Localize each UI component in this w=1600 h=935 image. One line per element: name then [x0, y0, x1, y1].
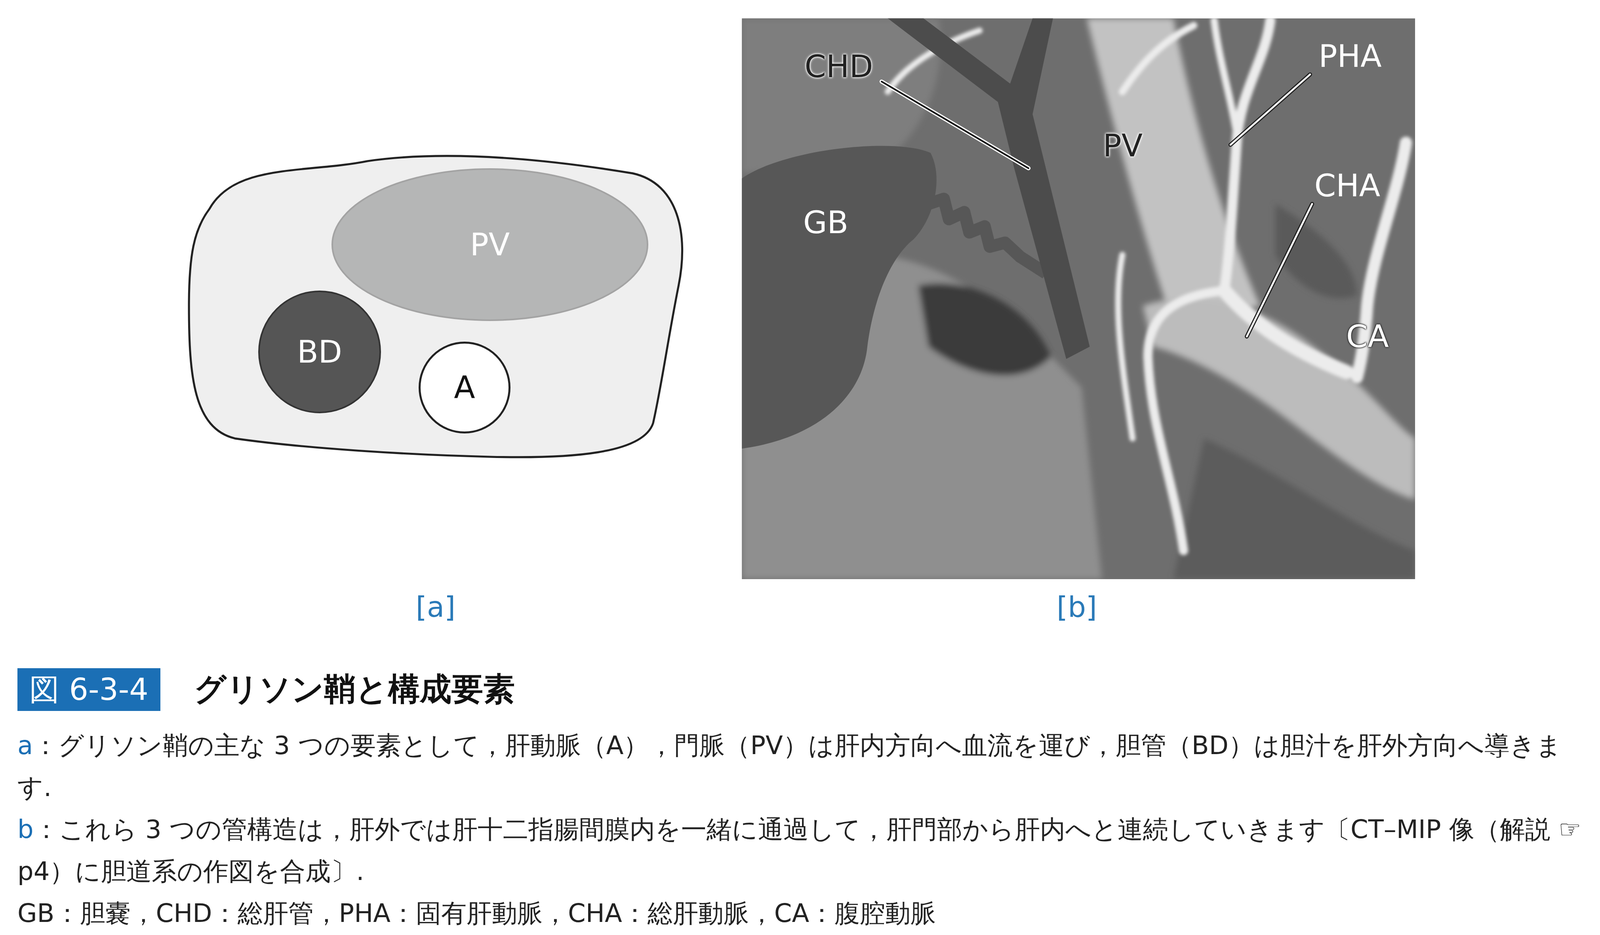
node-text-holder: A [418, 341, 511, 434]
caption-paragraph: GB：胆嚢，CHD：総肝管，PHA：固有肝動脈，CHA：総肝動脈，CA：腹腔動脈 [17, 892, 1586, 935]
figure-title: グリソン鞘と構成要素 [194, 668, 515, 712]
artery-circle: A [418, 341, 511, 434]
ct-mip-image [741, 18, 1416, 580]
panel-label: [a] [415, 590, 456, 624]
structure-label: CHD [804, 48, 873, 85]
structure-label: CHA [1314, 167, 1381, 204]
structure-label: CA [1346, 318, 1389, 355]
panel-label: [b] [1056, 590, 1098, 624]
structure-label: PHA [1318, 38, 1382, 75]
glisson-sheath [188, 156, 683, 458]
node-label: BD [297, 334, 343, 370]
structure-label: GB [803, 204, 849, 241]
node-label: A [453, 369, 475, 406]
bile-duct-circle: BD [258, 290, 381, 414]
caption-text: ：これら 3 つの管構造は，肝外では肝十二指腸間膜内を一緒に通過して，肝門部から… [17, 815, 1582, 887]
caption-key: b [17, 815, 34, 845]
figure-number-badge: 図 6-3-4 [17, 668, 161, 712]
caption-text: ：グリソン鞘の主な 3 つの要素として，肝動脈（A），門脈（PV）は肝内方向へ血… [17, 731, 1562, 803]
caption-key: a [17, 731, 33, 761]
structure-label: PV [1102, 127, 1143, 164]
node-text-holder: BD [258, 290, 381, 414]
portal-vein-ellipse: PV [331, 168, 649, 322]
node-text-holder: PV [331, 168, 649, 322]
abbreviation-list: GB：胆嚢，CHD：総肝管，PHA：固有肝動脈，CHA：総肝動脈，CA：腹腔動脈 [17, 899, 936, 929]
figure-caption: a：グリソン鞘の主な 3 つの要素として，肝動脈（A），門脈（PV）は肝内方向へ… [17, 724, 1586, 935]
caption-paragraph: a：グリソン鞘の主な 3 つの要素として，肝動脈（A），門脈（PV）は肝内方向へ… [17, 724, 1586, 809]
node-label: PV [470, 226, 510, 263]
caption-paragraph: b：これら 3 つの管構造は，肝外では肝十二指腸間膜内を一緒に通過して，肝門部か… [17, 808, 1586, 893]
